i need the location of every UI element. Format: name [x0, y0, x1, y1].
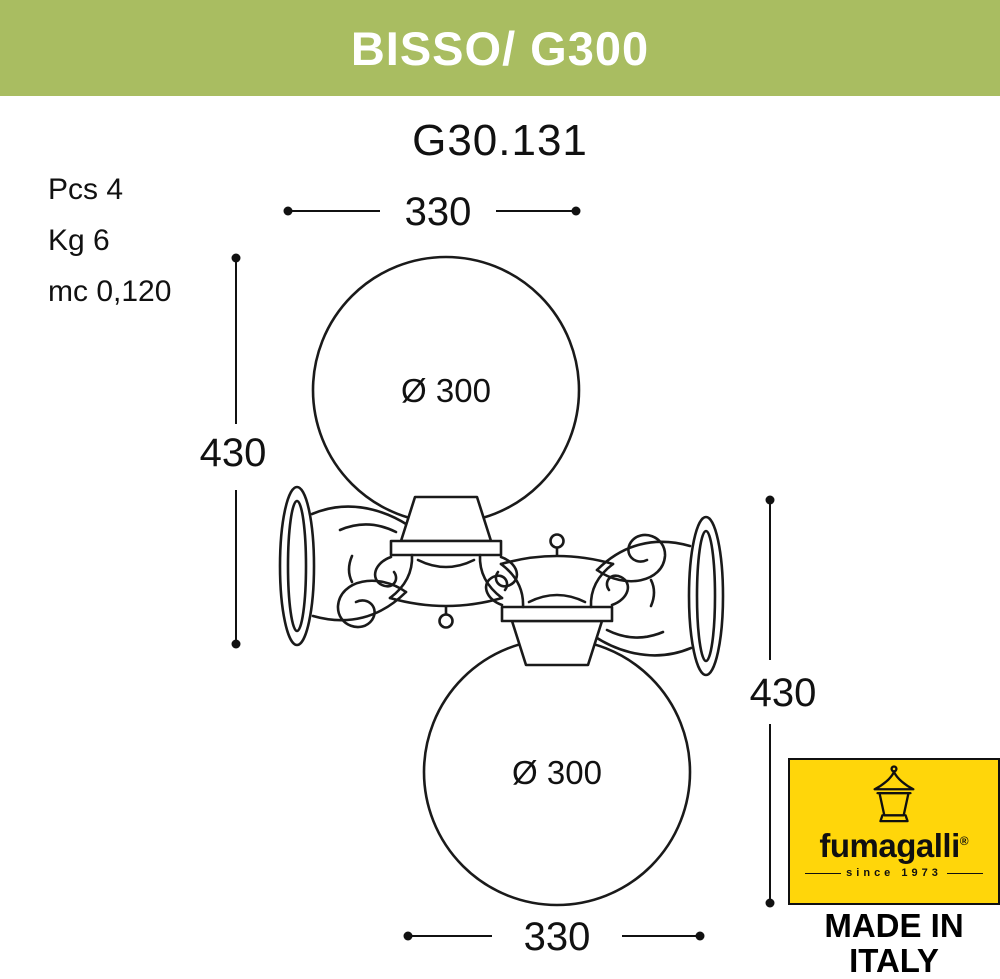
- dim-dot: [231, 639, 241, 649]
- spec-mc: mc 0,120: [48, 275, 172, 308]
- product-title: BISSO/ G300: [350, 21, 650, 75]
- made-in-line: MADE IN: [824, 907, 964, 944]
- brand-name: fumagalli®: [819, 829, 968, 862]
- dim-dot: [765, 898, 775, 908]
- specs-block: Pcs 4 Kg 6 mc 0,120: [48, 164, 171, 317]
- brand-text: fumagalli: [819, 827, 960, 864]
- lantern-icon: [873, 765, 915, 823]
- globe-diameter-top-label: Ø 300: [401, 372, 491, 409]
- logo-yellow-panel: fumagalli® since 1973: [788, 758, 1000, 905]
- dim-dot: [765, 495, 775, 505]
- dim-top-width-label: 330: [405, 190, 472, 234]
- dim-dot: [571, 206, 581, 216]
- spec-kg: Kg 6: [48, 224, 110, 257]
- dim-dot: [695, 931, 705, 941]
- globe-diameter-bottom-label: Ø 300: [512, 754, 602, 791]
- wall-lamp-up-drawing: [278, 255, 581, 647]
- spec-pcs: Pcs 4: [48, 173, 124, 206]
- brand-logo-block: fumagalli® since 1973 MADE IN ITALY: [788, 758, 1000, 979]
- registered-mark: ®: [959, 834, 969, 848]
- dim-dot: [403, 931, 413, 941]
- since-rule-right: [946, 872, 983, 874]
- model-number: G30.131: [412, 116, 588, 165]
- made-in-italy: MADE IN ITALY: [788, 907, 1000, 979]
- wall-lamp-down-drawing: [422, 515, 725, 907]
- since-row: since 1973: [800, 867, 988, 879]
- dim-dot: [231, 253, 241, 263]
- italy-line: ITALY: [849, 941, 939, 979]
- since-rule-left: [805, 872, 842, 874]
- product-title-bar: BISSO/ G300: [0, 0, 1000, 96]
- dim-right-height-label: 430: [750, 671, 817, 715]
- dim-dot: [283, 206, 293, 216]
- dim-left-height-label: 430: [200, 431, 267, 475]
- dimension-lines: [231, 206, 775, 941]
- since-text: since 1973: [846, 867, 942, 879]
- dim-bottom-width-label: 330: [524, 915, 591, 959]
